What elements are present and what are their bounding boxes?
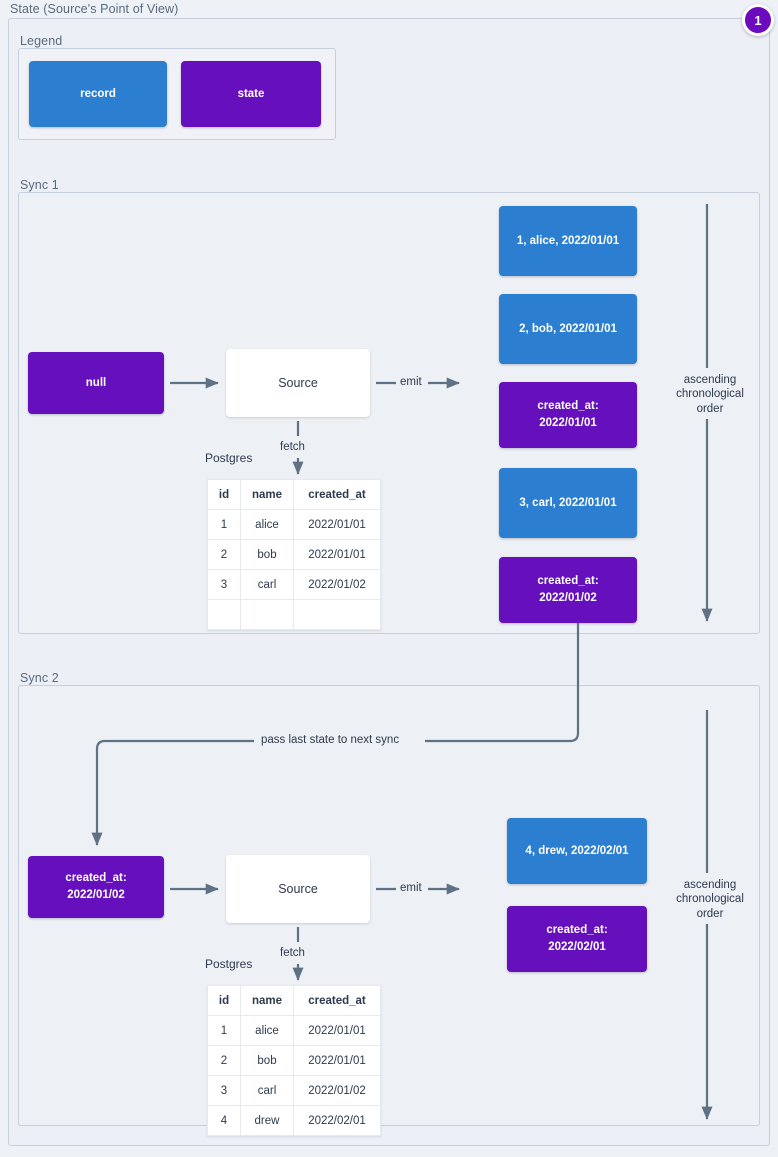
cell-id: 4 (207, 1105, 241, 1136)
sync1-source-block: Source (226, 349, 370, 417)
cell-name: carl (240, 1075, 294, 1106)
cell-name: drew (240, 1105, 294, 1136)
sync2-emitted-state-1: created_at: 2022/02/01 (507, 906, 647, 972)
cell-id: 2 (207, 539, 241, 570)
sync1-emitted-record-1: 1, alice, 2022/01/01 (499, 206, 637, 276)
sync1-col-name: name (240, 479, 294, 510)
legend-title: Legend (20, 34, 63, 48)
sync1-postgres-table: id name created_at 1 alice 2022/01/01 2 … (207, 479, 381, 630)
cell-id: 1 (207, 1015, 241, 1046)
sync1-emitted-record-2: 2, bob, 2022/01/01 (499, 294, 637, 364)
cell-date: 2022/01/01 (293, 509, 381, 540)
sync2-db-label: Postgres (205, 957, 253, 971)
legend-label-record: record (80, 87, 116, 100)
legend-frame: record state (18, 48, 336, 140)
sync2-source-block: Source (226, 855, 370, 923)
cell-id: 1 (207, 509, 241, 540)
sync1-emitted-state-1: created_at: 2022/01/01 (499, 382, 637, 448)
table-row (207, 599, 381, 630)
table-row: 1 alice 2022/01/01 (207, 509, 381, 540)
sync1-emitted-state-2-line2: 2022/01/02 (539, 592, 597, 604)
legend-swatch-record: record (29, 61, 167, 127)
sync2-col-date: created_at (293, 985, 381, 1016)
cell-date: 2022/01/01 (293, 539, 381, 570)
sync2-emitted-state-1-line2: 2022/02/01 (548, 941, 606, 953)
legend-label-state: state (237, 87, 265, 100)
sync1-col-date: created_at (293, 479, 381, 510)
cell-id: 3 (207, 569, 241, 600)
sync1-emitted-state-2-line1: created_at: (537, 575, 599, 588)
sync2-input-state-line2: 2022/01/02 (67, 889, 125, 901)
sync2-emitted-state-1-line1: created_at: (546, 924, 608, 937)
cell-name: bob (240, 1045, 294, 1076)
table-row: 2 bob 2022/01/01 (207, 1045, 381, 1076)
legend-swatch-state: state (181, 61, 321, 127)
table-row: 3 carl 2022/01/02 (207, 1075, 381, 1106)
sync1-input-state-block: null (28, 352, 164, 414)
cell-date: 2022/01/01 (293, 1015, 381, 1046)
cell-id (207, 599, 241, 630)
sync1-title: Sync 1 (20, 178, 59, 192)
sync1-col-id: id (207, 479, 241, 510)
sync2-col-id: id (207, 985, 241, 1016)
sync2-postgres-table: id name created_at 1 alice 2022/01/01 2 … (207, 985, 381, 1136)
sync1-emitted-record-2-line1: 2, bob, 2022/01/01 (519, 322, 617, 335)
cell-date: 2022/01/01 (293, 1045, 381, 1076)
cell-name: alice (240, 1015, 294, 1046)
sync2-emitted-record-1-line1: 4, drew, 2022/02/01 (525, 844, 629, 857)
cell-id: 2 (207, 1045, 241, 1076)
cell-name: bob (240, 539, 294, 570)
sync1-emitted-state-1-line1: created_at: (537, 400, 599, 413)
sync2-col-name: name (240, 985, 294, 1016)
table-row: 1 alice 2022/01/01 (207, 1015, 381, 1046)
sync1-emitted-record-1-line1: 1, alice, 2022/01/01 (516, 234, 620, 247)
page-title: State (Source's Point of View) (10, 2, 179, 16)
sync2-input-state-block: created_at: 2022/01/02 (28, 856, 164, 918)
table-row: 3 carl 2022/01/02 (207, 569, 381, 600)
sync1-input-state-label: null (85, 376, 107, 389)
sync2-source-label: Source (278, 881, 318, 896)
cell-id: 3 (207, 1075, 241, 1106)
sync1-emitted-record-3-line1: 3, carl, 2022/01/01 (519, 496, 617, 509)
table-row: 4 drew 2022/02/01 (207, 1105, 381, 1136)
cell-name: alice (240, 509, 294, 540)
sync1-emitted-state-2: created_at: 2022/01/02 (499, 557, 637, 623)
table-header-row: id name created_at (207, 985, 381, 1016)
sync2-title: Sync 2 (20, 671, 59, 685)
cell-date: 2022/01/02 (293, 569, 381, 600)
step-badge[interactable]: 1 (742, 4, 774, 36)
sync1-emitted-record-3: 3, carl, 2022/01/01 (499, 468, 637, 538)
cell-date (293, 599, 381, 630)
cell-name: carl (240, 569, 294, 600)
cell-date: 2022/01/02 (293, 1075, 381, 1106)
table-header-row: id name created_at (207, 479, 381, 510)
sync2-emitted-record-1: 4, drew, 2022/02/01 (507, 818, 647, 884)
cell-name (240, 599, 294, 630)
sync1-emitted-state-1-line2: 2022/01/01 (539, 417, 597, 429)
table-row: 2 bob 2022/01/01 (207, 539, 381, 570)
cell-date: 2022/02/01 (293, 1105, 381, 1136)
sync1-db-label: Postgres (205, 451, 253, 465)
sync2-input-state-line1: created_at: (65, 872, 127, 885)
sync1-source-label: Source (278, 375, 318, 390)
